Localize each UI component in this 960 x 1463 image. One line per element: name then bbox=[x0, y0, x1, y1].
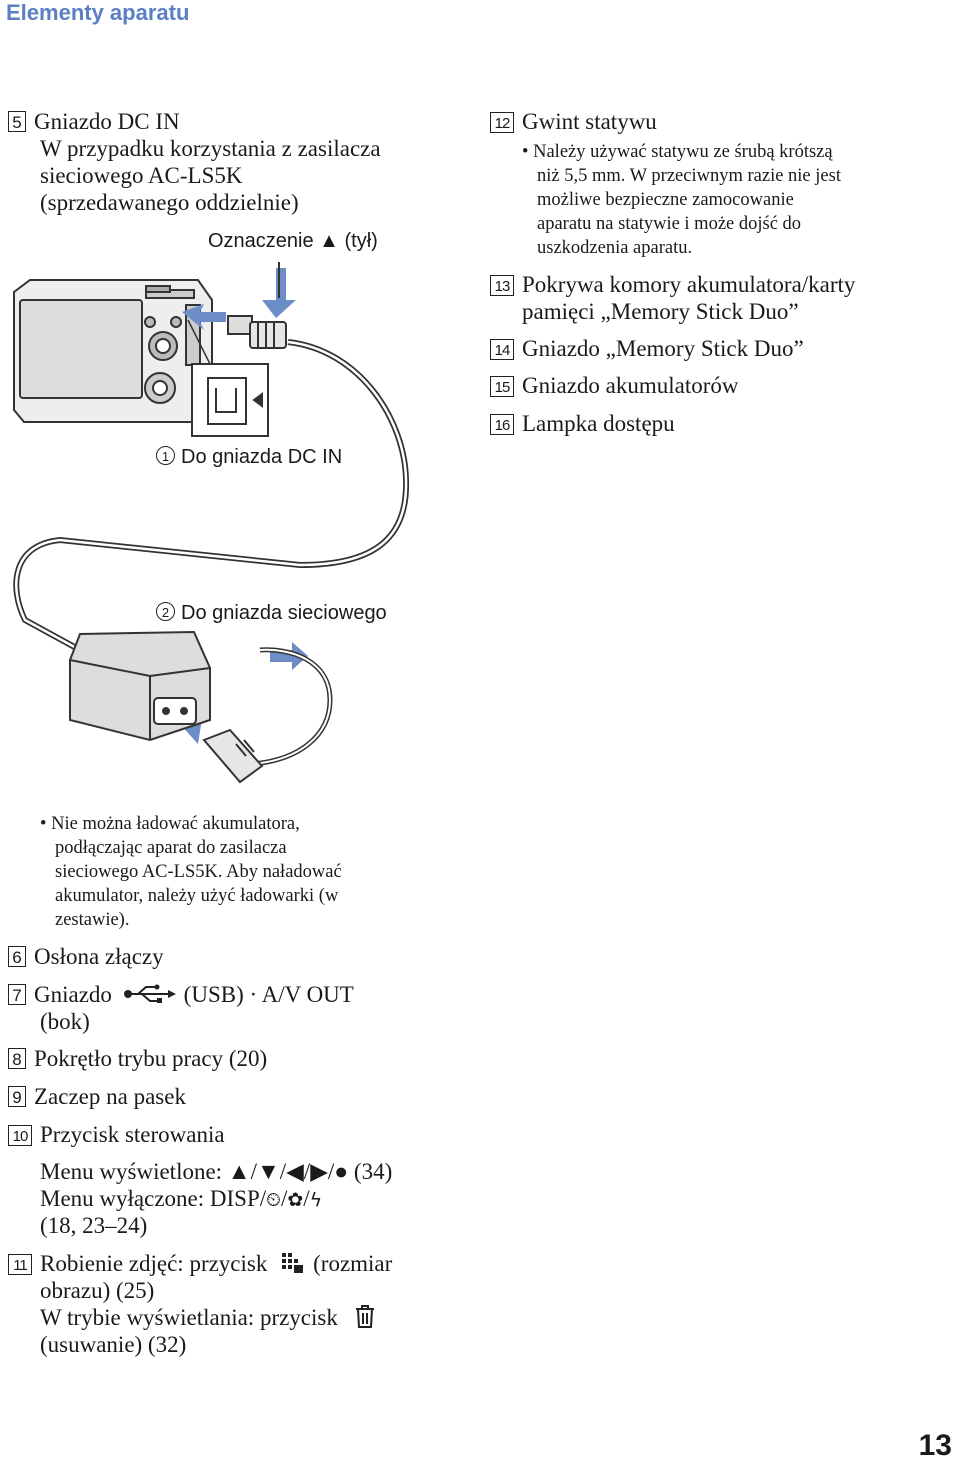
trash-icon bbox=[355, 1305, 374, 1328]
item-5-line: W przypadku korzystania z zasilacza bbox=[40, 136, 381, 161]
ac-adapter-icon bbox=[69, 630, 211, 742]
page-number: 13 bbox=[918, 1429, 952, 1462]
item-5-line: sieciowego AC-LS5K bbox=[40, 163, 243, 188]
dc-plug-icon bbox=[227, 315, 287, 349]
item-13-line: pamięci „Memory Stick Duo” bbox=[522, 299, 799, 324]
menu-on-line: Menu wyświetlone: ▲/▼/◀/▶/● (34) bbox=[40, 1159, 393, 1184]
section-header: Elementy aparatu bbox=[6, 0, 190, 25]
self-timer-icon: ⏲ bbox=[266, 1189, 281, 1211]
flash-icon: ϟ bbox=[309, 1189, 323, 1211]
macro-icon: ✿ bbox=[287, 1189, 304, 1211]
mains-plug-icon bbox=[202, 728, 264, 784]
menu-off-line: Menu wyłączone: DISP/⏲/✿/ϟ bbox=[40, 1186, 323, 1211]
camera-icon bbox=[13, 279, 213, 423]
item-11-line: (usuwanie) (32) bbox=[40, 1332, 187, 1357]
item-7-line: (bok) bbox=[40, 1009, 90, 1034]
menu-off-pages: (18, 23–24) bbox=[40, 1213, 148, 1238]
image-size-icon bbox=[282, 1253, 304, 1273]
dc-in-socket-icon bbox=[191, 363, 269, 437]
tripod-note: • Należy używać statywu ze śrubą krótszą… bbox=[522, 142, 841, 258]
mark-caption: Oznaczenie ▲ (tył) bbox=[208, 230, 378, 252]
item-number: 5 bbox=[8, 111, 26, 132]
item-11-line: obrazu) (25) bbox=[40, 1278, 155, 1303]
item-5-line: (sprzedawanego oddzielnie) bbox=[40, 190, 299, 215]
item-11-line: W trybie wyświetlania: przycisk bbox=[40, 1304, 376, 1331]
usb-icon bbox=[123, 984, 176, 1003]
charge-note: • Nie można ładować akumulatora, podłącz… bbox=[40, 814, 342, 930]
